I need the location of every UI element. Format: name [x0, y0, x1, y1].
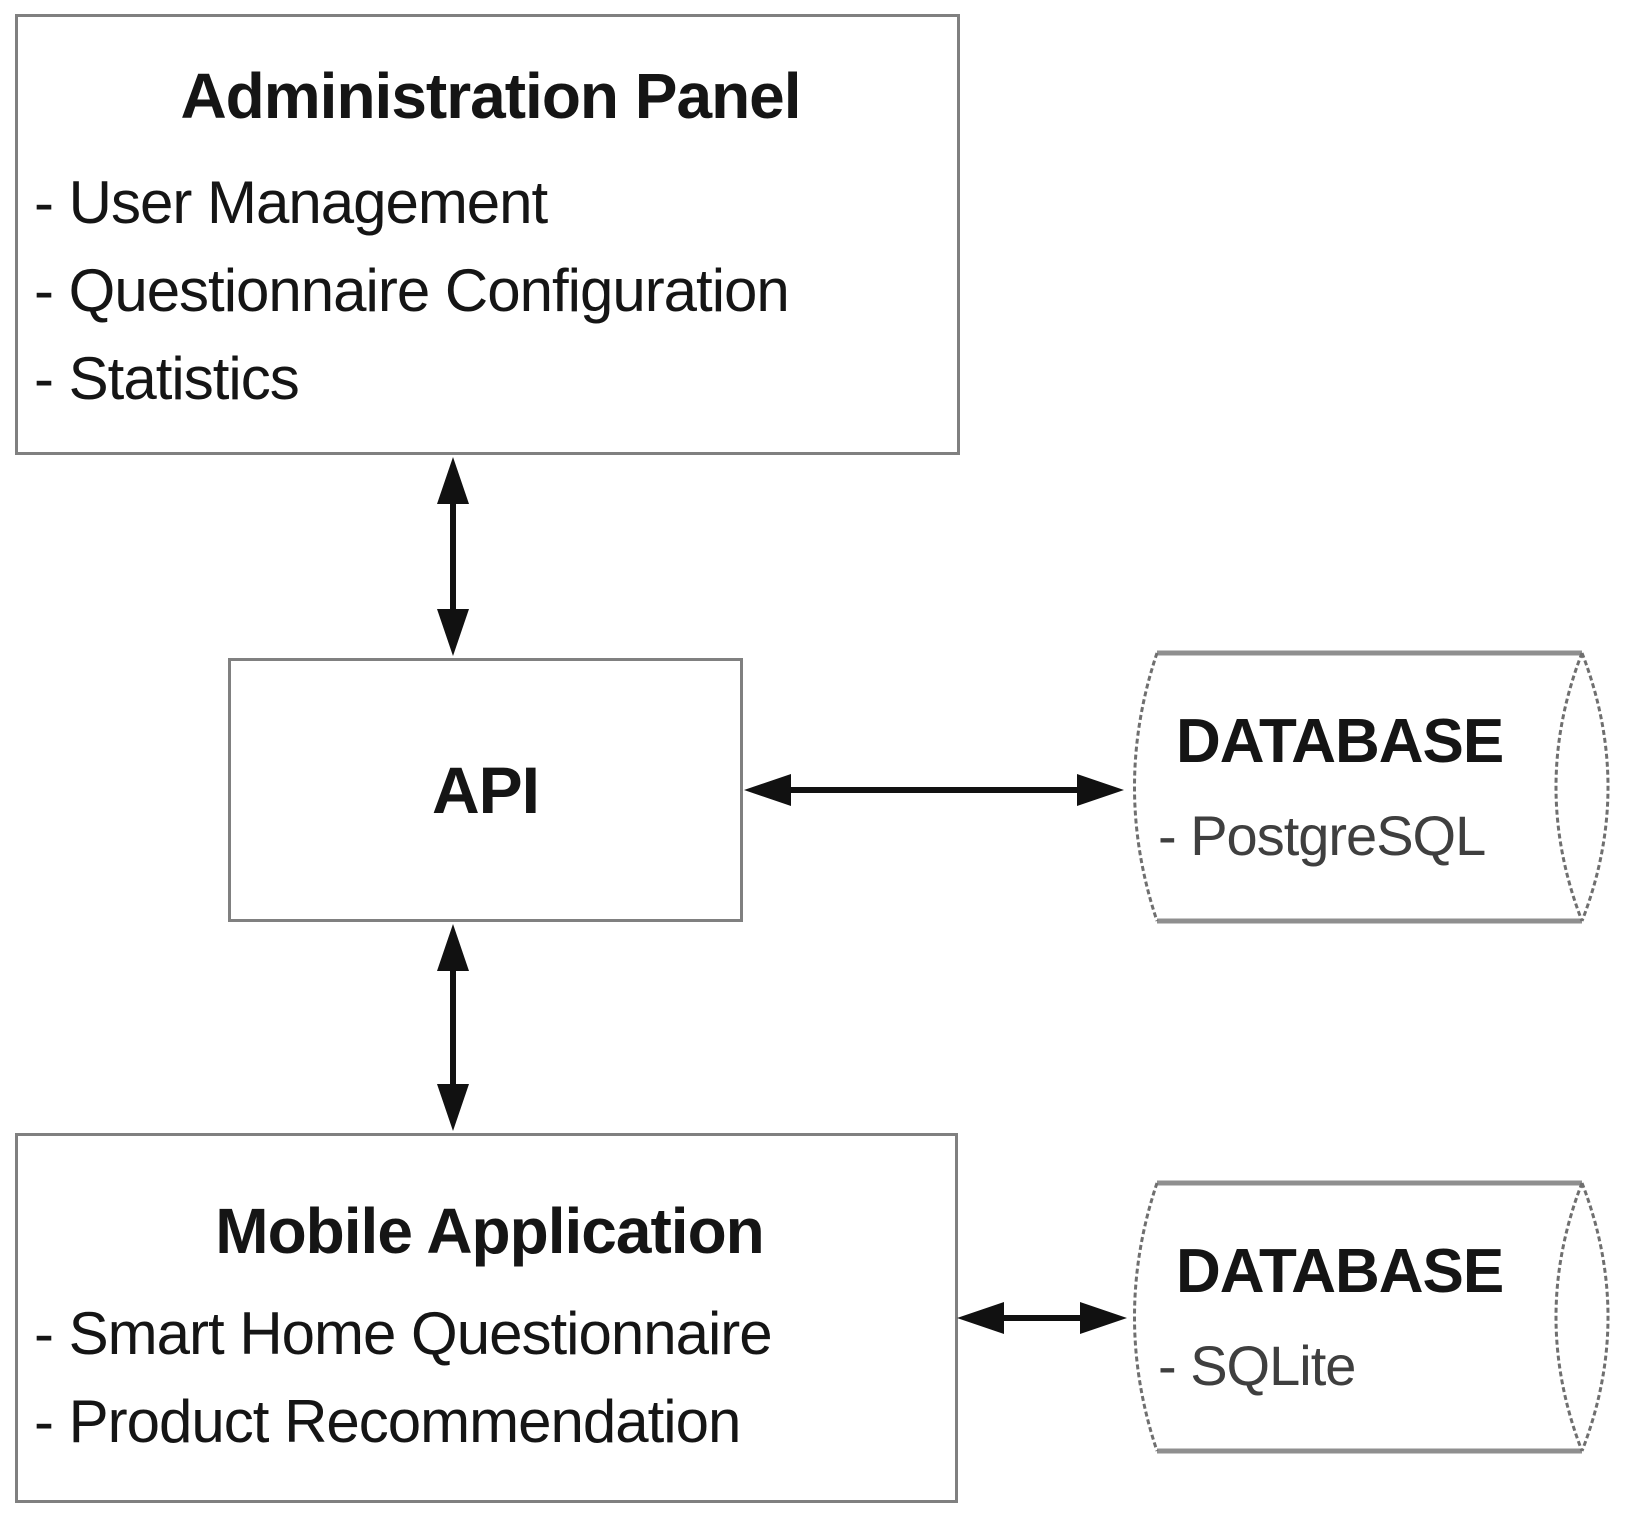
api-box: API: [228, 658, 743, 922]
admin-panel-box: Administration Panel - User Management -…: [15, 14, 960, 455]
database-cylinder-icon: [1133, 650, 1610, 924]
arrow-api-mobile-app: [437, 924, 469, 1131]
mobile-app-box: Mobile Application - Smart Home Question…: [15, 1133, 958, 1503]
postgres-db-subtitle: - PostgreSQL: [1158, 804, 1486, 867]
postgres-db-label-group: DATABASE - PostgreSQL: [1158, 648, 1578, 926]
postgres-db-title: DATABASE: [1176, 707, 1504, 776]
admin-panel-items: - User Management - Questionnaire Config…: [34, 159, 947, 423]
postgres-db-cylinder: DATABASE - PostgreSQL: [1112, 648, 1627, 926]
arrow-api-postgres-db: [744, 774, 1124, 806]
sqlite-db-cylinder: DATABASE - SQLite: [1112, 1178, 1627, 1456]
arrow-mobile-app-sqlite-db: [957, 1302, 1127, 1334]
admin-panel-item-statistics: - Statistics: [34, 345, 300, 412]
mobile-app-item-smart-home-questionnaire: - Smart Home Questionnaire: [34, 1300, 773, 1367]
admin-panel-item-user-management: - User Management: [34, 169, 548, 236]
api-title: API: [431, 753, 540, 827]
mobile-app-item-product-recommendation: - Product Recommendation: [34, 1388, 741, 1455]
admin-panel-title: Administration Panel: [180, 60, 801, 132]
admin-panel-item-questionnaire-configuration: - Questionnaire Configuration: [34, 257, 790, 324]
mobile-app-items: - Smart Home Questionnaire - Product Rec…: [34, 1290, 945, 1466]
arrow-admin-panel-api: [437, 457, 469, 656]
sqlite-db-subtitle: - SQLite: [1158, 1334, 1356, 1397]
sqlite-db-label-group: DATABASE - SQLite: [1158, 1178, 1578, 1456]
database-cylinder-icon: [1133, 1180, 1610, 1454]
sqlite-db-title: DATABASE: [1176, 1237, 1504, 1306]
mobile-app-title: Mobile Application: [215, 1195, 765, 1267]
